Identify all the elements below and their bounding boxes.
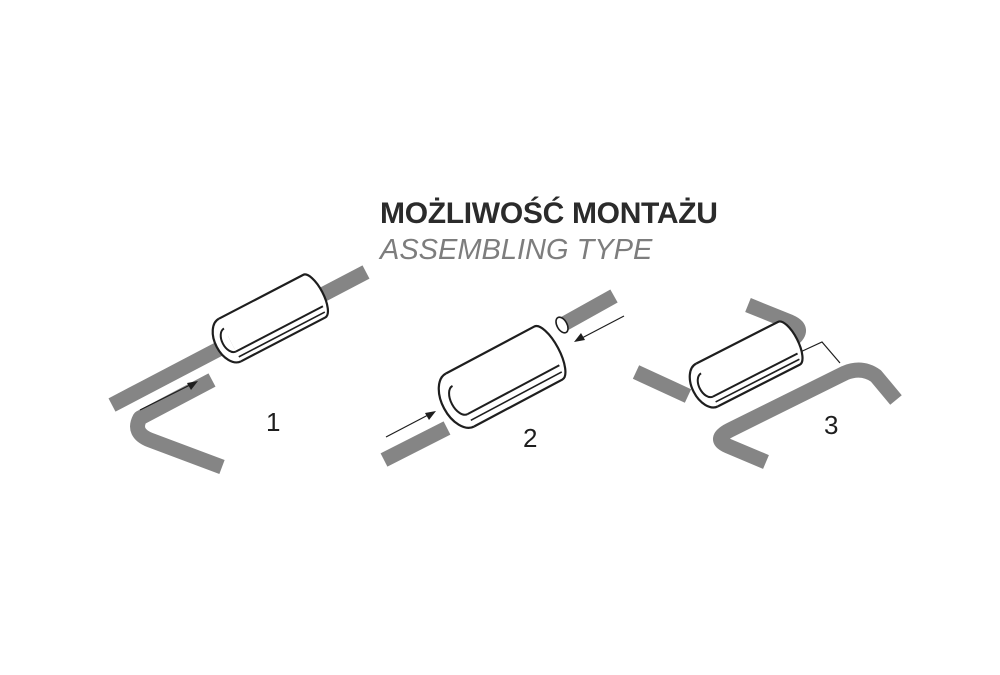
- arrow-icon: [574, 315, 625, 342]
- rod-bent-lower-3: [713, 362, 902, 469]
- figure-3: 3: [632, 298, 902, 469]
- step-label-2: 2: [523, 423, 537, 453]
- arrow-icon: [139, 381, 198, 411]
- figure-2: 2: [380, 289, 625, 467]
- step-label-1: 1: [266, 407, 280, 437]
- arrow-icon: [385, 411, 436, 438]
- title-polish: MOŻLIWOŚĆ MONTAŻU: [380, 197, 718, 230]
- heading: MOŻLIWOŚĆ MONTAŻU ASSEMBLING TYPE: [380, 196, 718, 268]
- rod-end-2: [555, 316, 569, 334]
- rod-bent-1: [130, 373, 225, 475]
- clip-3: [688, 320, 804, 409]
- clip-1: [211, 273, 330, 364]
- rod-left-2: [380, 421, 451, 467]
- title-english: ASSEMBLING TYPE: [380, 234, 653, 266]
- step-label-3: 3: [824, 410, 838, 440]
- figure-1: 1: [108, 265, 370, 475]
- clip-2: [437, 324, 567, 429]
- rod-right-2: [558, 289, 618, 332]
